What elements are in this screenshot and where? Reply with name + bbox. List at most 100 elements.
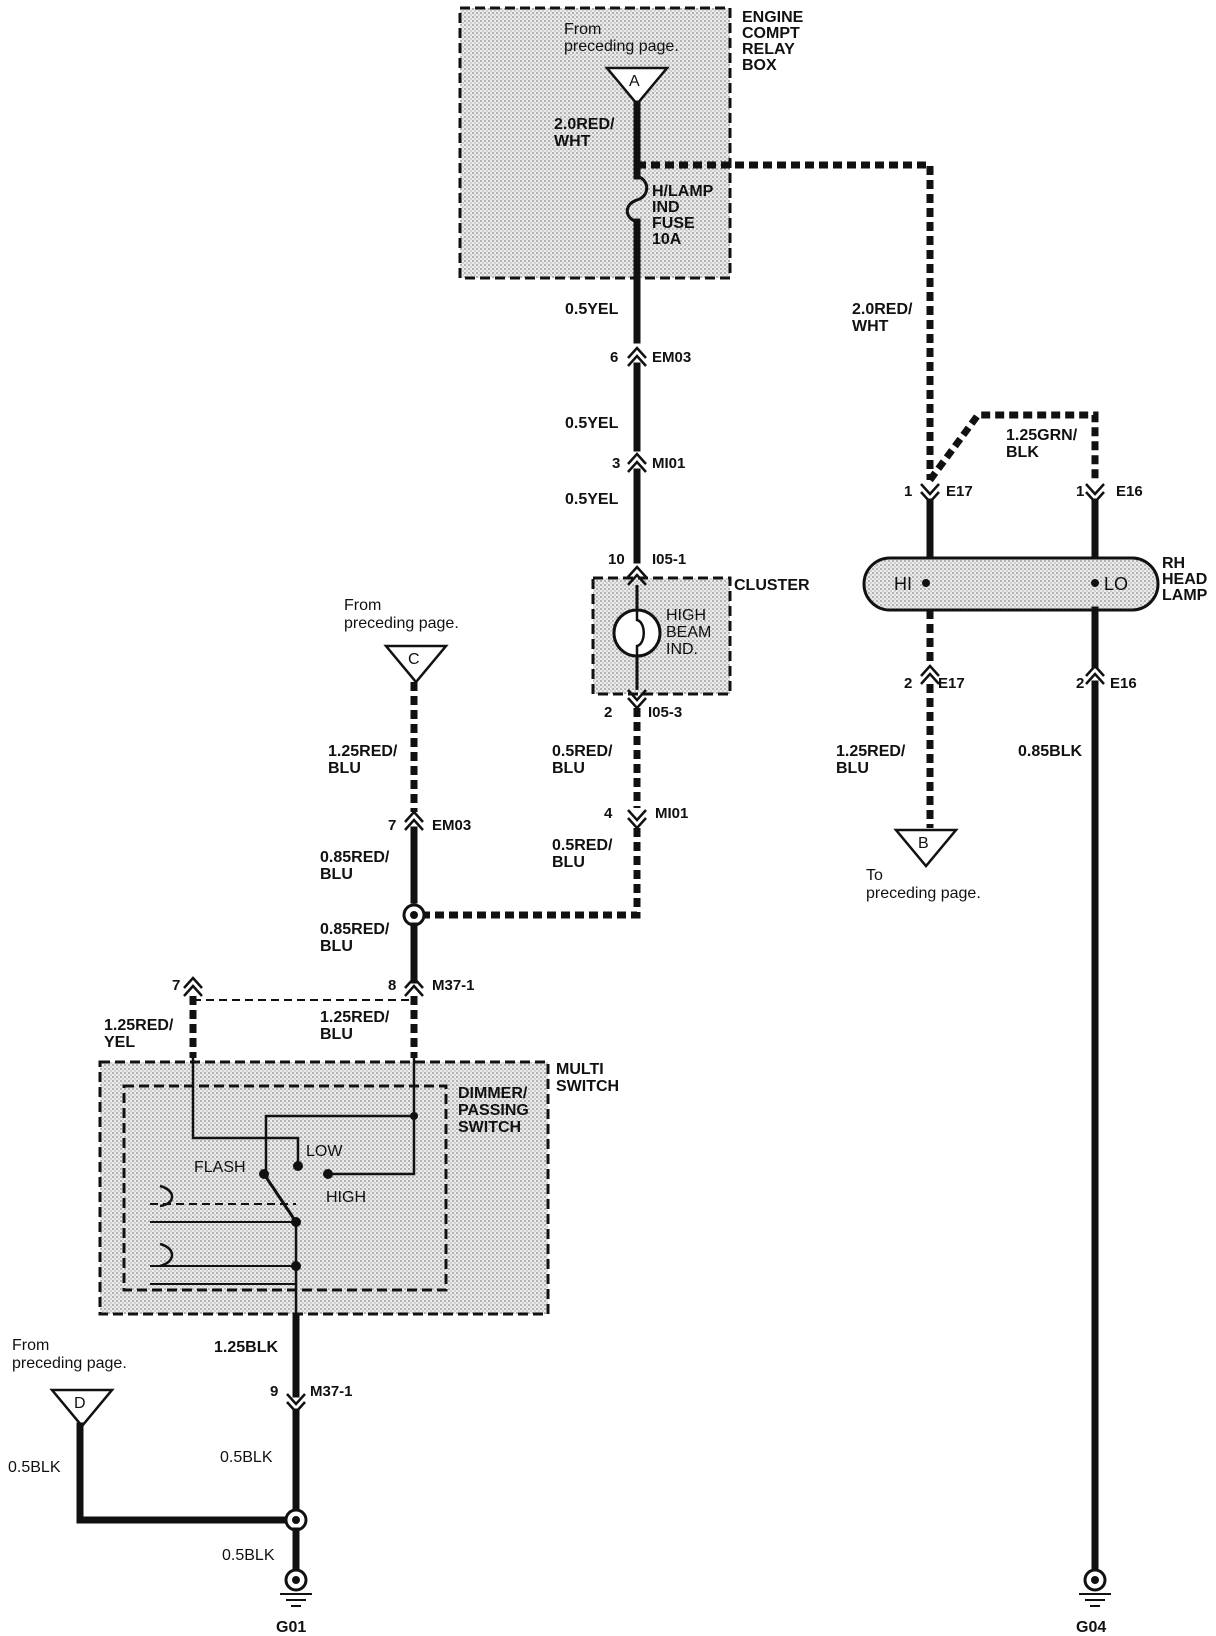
lamp-lo-label: LO	[1104, 574, 1128, 594]
switch-lever	[262, 1173, 298, 1223]
connector-mi01-4	[627, 809, 647, 830]
lamp-hi-label: HI	[894, 574, 912, 594]
connector-mi01-3-pin: 3	[612, 455, 620, 472]
connector-mi01-3-id: MI01	[652, 455, 685, 472]
wire-label-c-out: 1.25RED/BLU	[328, 743, 398, 777]
wire-d-to-splice	[76, 1422, 288, 1524]
cluster-label: CLUSTER	[734, 577, 810, 594]
wire-label-g01: 0.5BLK	[222, 1547, 275, 1564]
connector-e17-2-pin: 2	[904, 675, 912, 692]
switch-low-wire	[264, 1058, 416, 1170]
page-ref-d	[49, 1388, 115, 1428]
switch-inner-lines	[150, 1221, 296, 1285]
connector-e16-1-id: E16	[1116, 483, 1143, 500]
connector-e17-2	[920, 664, 940, 685]
connector-i05-2-id: I05-3	[648, 704, 682, 721]
bulb-filament	[635, 610, 645, 656]
lamp-lo-terminal	[1091, 579, 1099, 587]
page-ref-c-letter: C	[408, 651, 420, 668]
wire-label-mi01-b: 0.5RED/BLU	[552, 837, 613, 871]
relay-box	[458, 6, 732, 280]
wire-label-rh-feed: 2.0RED/WHT	[852, 301, 913, 335]
connector-em03-7-id: EM03	[432, 817, 471, 834]
connector-e16-2-pin: 2	[1076, 675, 1084, 692]
page-ref-a-letter: A	[629, 73, 640, 90]
switch-low-label: LOW	[306, 1143, 343, 1160]
switch-high-contact	[323, 1169, 333, 1179]
wire-label-hi-out: 1.25RED/BLU	[836, 743, 906, 777]
switch-flash-label: FLASH	[194, 1159, 246, 1176]
connector-em03-6-id: EM03	[652, 349, 691, 366]
wire-label-em03-out: 0.5YEL	[565, 415, 619, 432]
ground-g04-icon	[1079, 1593, 1111, 1607]
wire-label-m371-7: 1.25RED/YEL	[104, 1017, 174, 1051]
connector-m371-9-id: M37-1	[310, 1383, 353, 1400]
switch-coil-symbols	[159, 1184, 174, 1268]
connector-e17-1-pin: 1	[904, 483, 912, 500]
dimmer-switch-box	[122, 1084, 448, 1292]
connector-em03-7	[404, 810, 424, 831]
connector-i05-10-pin: 10	[608, 551, 625, 568]
page-ref-c	[383, 644, 449, 684]
connector-i05-10-id: I05-1	[652, 551, 686, 568]
ground-g01-icon	[280, 1593, 312, 1607]
wire-lo-feed	[927, 411, 1099, 483]
connector-m371-8	[404, 976, 424, 997]
connector-mi01-4-id: MI01	[655, 805, 688, 822]
fuse-symbol	[625, 174, 649, 224]
wire-label-fuse-out: 0.5YEL	[565, 301, 619, 318]
page-ref-a	[604, 66, 670, 106]
ground-g04-label: G04	[1076, 1619, 1106, 1636]
connector-i05-2-pin: 2	[604, 704, 612, 721]
page-ref-d-letter: D	[74, 1395, 86, 1412]
connector-e16-2	[1085, 664, 1105, 685]
wire-label-m371-9: 0.5BLK	[220, 1449, 273, 1466]
wire-label-sw-gnd: 1.25BLK	[214, 1339, 278, 1356]
page-ref-b	[893, 828, 959, 868]
connector-mi01-4-pin: 4	[604, 805, 613, 822]
switch-low-contact	[293, 1161, 303, 1171]
connector-e16-2-id: E16	[1110, 675, 1137, 692]
connector-em03-6	[627, 346, 647, 367]
wire-label-m371-8: 1.25RED/BLU	[320, 1009, 390, 1043]
multi-switch-box	[98, 1060, 550, 1316]
connector-m371-9-pin: 9	[270, 1383, 278, 1400]
wire-label-d-out: 0.5BLK	[8, 1459, 61, 1476]
wire-label-em03-b: 0.85RED/BLU	[320, 849, 390, 883]
lamp-hi-terminal	[922, 579, 930, 587]
wire-label-splice-out: 0.85RED/BLU	[320, 921, 390, 955]
connector-e17-2-id: E17	[938, 675, 965, 692]
connector-mi01-3	[627, 452, 647, 473]
rh-head-lamp	[862, 556, 1160, 612]
wire-label-lo-feed: 1.25GRN/BLK	[1006, 427, 1078, 461]
connector-m371-8-id: M37-1	[432, 977, 475, 994]
ground-g01-label: G01	[276, 1619, 306, 1636]
wire-label-lo-out: 0.85BLK	[1018, 743, 1082, 760]
connector-e16-1-pin: 1	[1076, 483, 1084, 500]
connector-i05-10	[627, 565, 647, 586]
wire-label-cluster-out: 0.5RED/BLU	[552, 743, 613, 777]
switch-high-wire	[328, 1116, 416, 1176]
page-ref-b-letter: B	[918, 835, 929, 852]
switch-flash-wire	[191, 1058, 300, 1166]
connector-em03-6-pin: 6	[610, 349, 618, 366]
wire-mi01-to-splice	[414, 828, 641, 919]
wire-label-a-out: 2.0RED/WHT	[554, 116, 615, 150]
connector-e17-1-id: E17	[946, 483, 973, 500]
wire-lamp-inputs	[926, 498, 1099, 564]
switch-high-label: HIGH	[326, 1189, 366, 1206]
connector-em03-7-pin: 7	[388, 817, 396, 834]
connector-m371-8-pin: 8	[388, 977, 396, 994]
wire-label-mi01-out: 0.5YEL	[565, 491, 619, 508]
